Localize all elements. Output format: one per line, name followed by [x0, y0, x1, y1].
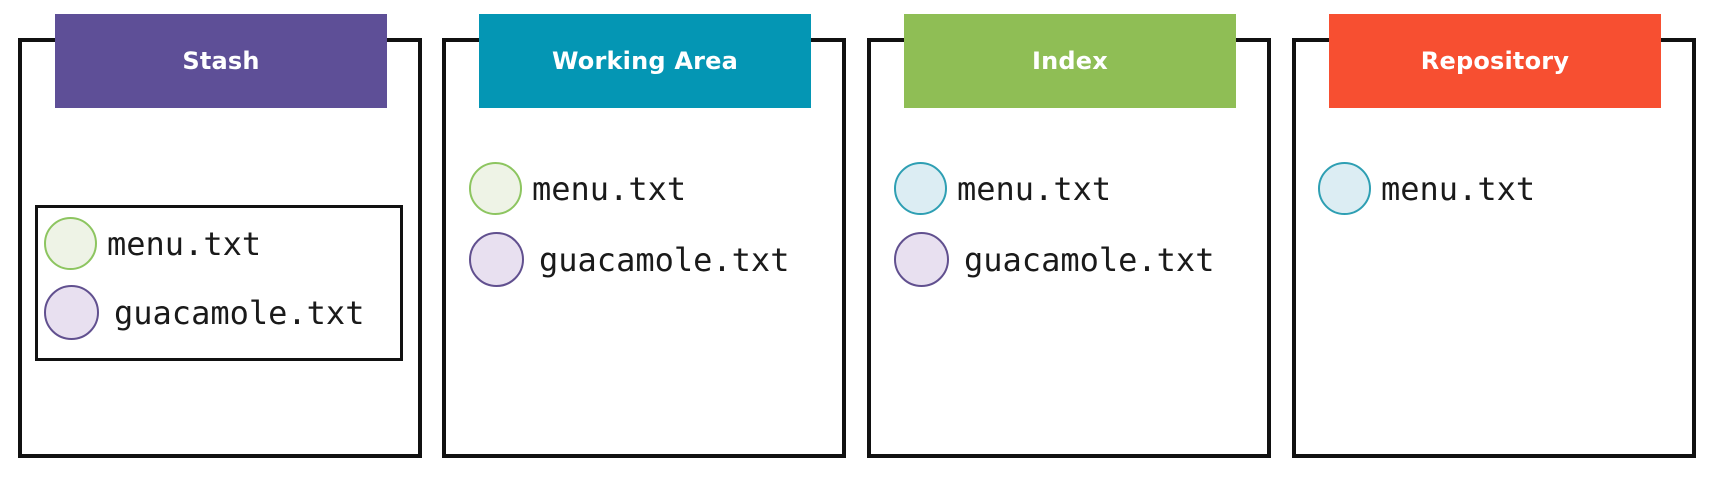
stash-file-menu: menu.txt [44, 217, 261, 270]
teal-circle-icon [894, 162, 947, 215]
purple-circle-icon [894, 232, 949, 287]
file-name: guacamole.txt [539, 240, 790, 279]
index-title: Index [1032, 47, 1108, 75]
working-area-header: Working Area [479, 14, 811, 108]
working-area-panel: Working Area menu.txt guacamole.txt [442, 14, 846, 458]
purple-circle-icon [44, 285, 99, 340]
working-area-file-guacamole: guacamole.txt [469, 232, 789, 287]
working-area-title: Working Area [551, 47, 739, 75]
working-area-file-menu: menu.txt [469, 162, 686, 215]
stash-title: Stash [182, 47, 260, 75]
stash-header: Stash [55, 14, 387, 108]
stash-file-guacamole: guacamole.txt [44, 285, 364, 340]
index-panel: Index menu.txt guacamole.txt [867, 14, 1271, 458]
file-name: menu.txt [532, 169, 687, 208]
file-name: menu.txt [1381, 169, 1536, 208]
index-file-guacamole: guacamole.txt [894, 232, 1214, 287]
repository-header: Repository [1329, 14, 1661, 108]
repository-title: Repository [1420, 47, 1570, 75]
green-circle-icon [469, 162, 522, 215]
index-header: Index [904, 14, 1236, 108]
stash-entry: menu.txt guacamole.txt [35, 205, 403, 361]
index-file-menu: menu.txt [894, 162, 1111, 215]
stash-panel: Stash menu.txt guacamole.txt [18, 14, 422, 458]
file-name: guacamole.txt [114, 293, 365, 332]
green-circle-icon [44, 217, 97, 270]
teal-circle-icon [1318, 162, 1371, 215]
file-name: guacamole.txt [964, 240, 1215, 279]
file-name: menu.txt [957, 169, 1112, 208]
repository-file-menu: menu.txt [1318, 162, 1535, 215]
repository-panel: Repository menu.txt [1292, 14, 1696, 458]
purple-circle-icon [469, 232, 524, 287]
file-name: menu.txt [107, 224, 262, 263]
